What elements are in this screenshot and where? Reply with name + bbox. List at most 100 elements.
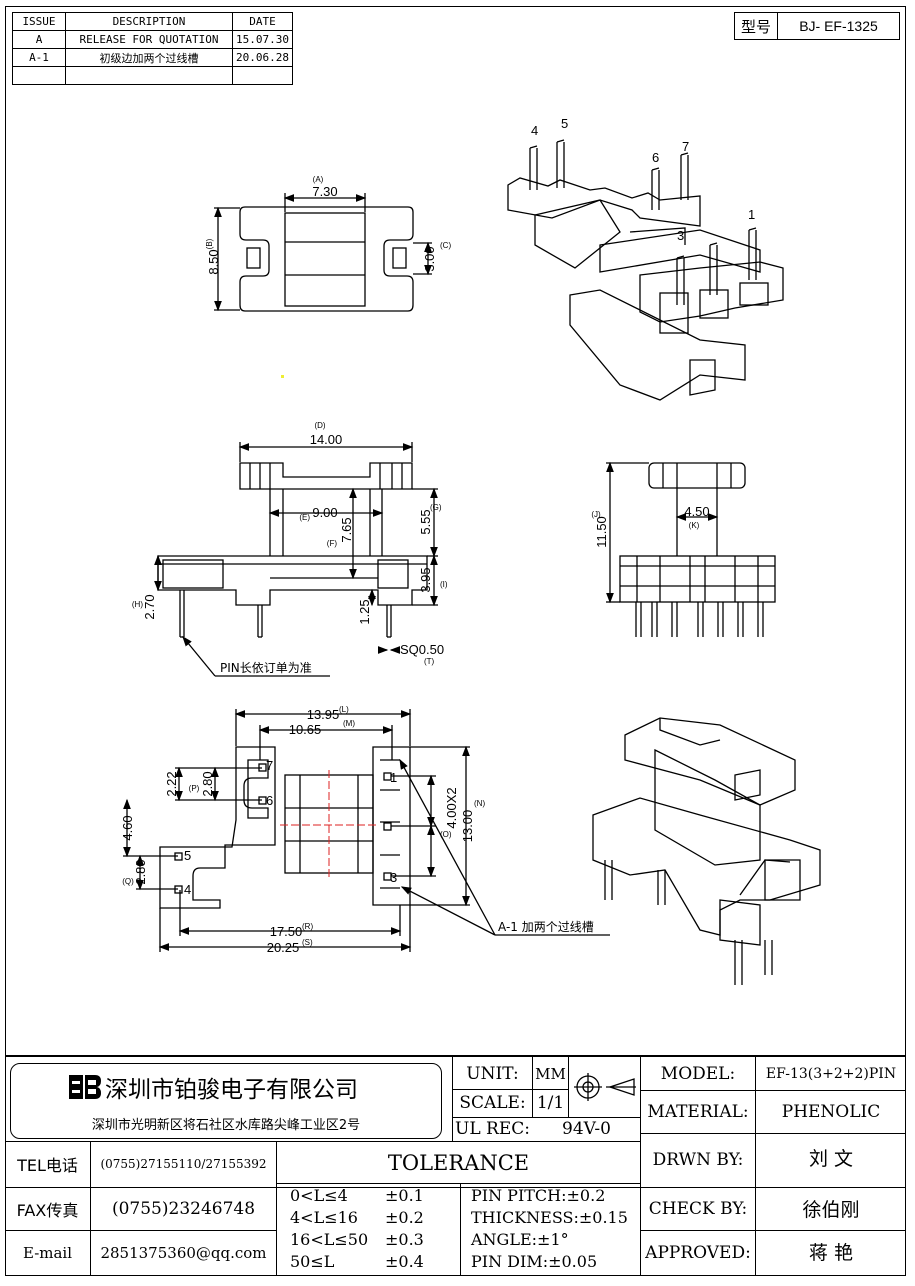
dim-label-p: (P) <box>189 784 200 793</box>
grid-line <box>640 1230 906 1231</box>
dim-label-k: (K) <box>689 521 700 530</box>
dim-r-value: 17.50 <box>270 924 303 939</box>
email-label: E-mail <box>22 1244 73 1262</box>
part-number-box: 型号 BJ- EF-1325 <box>734 12 900 40</box>
thickness-tolerance: THICKNESS:±0.15 <box>471 1208 628 1227</box>
dim-label-m: (M) <box>343 719 355 728</box>
revision-header-row: ISSUE DESCRIPTION DATE <box>12 12 293 31</box>
pin-pitch-tolerance: PIN PITCH:±0.2 <box>471 1186 606 1205</box>
approved-by-value: 蒋 艳 <box>808 1241 854 1264</box>
grid-line <box>452 1056 453 1142</box>
tolerance-row: 50≤L±0.4 <box>290 1251 460 1273</box>
pin-mark-1: 1 <box>390 770 397 785</box>
dim-v-value: 4.60 <box>120 815 135 840</box>
date-cell: 15.07.30 <box>232 30 293 49</box>
company-box: 深圳市铂骏电子有限公司 深圳市光明新区将石社区水库路尖峰工业区2号 <box>10 1063 442 1139</box>
date-cell <box>232 66 293 85</box>
tolerance-row: 16<L≤50 ±0.3 <box>290 1229 460 1251</box>
dim-j-value: 11.50 <box>594 516 609 548</box>
dim-b-value: 8.50 <box>206 249 221 274</box>
dim-i-value: 3.95 <box>418 567 433 592</box>
dim-label-j: (J) <box>591 510 601 519</box>
pin-length-value: 1.25 <box>357 599 372 624</box>
dim-label-s: (S) <box>302 938 313 947</box>
pin-mark-7: 7 <box>266 758 273 773</box>
square-pin-value: SQ0.50 <box>400 642 444 657</box>
checked-by-value: 徐伯刚 <box>802 1199 860 1221</box>
top-view-core-window <box>284 212 366 307</box>
tolerance-range: 50≤L <box>290 1252 335 1271</box>
material-label: MATERIAL: <box>647 1101 749 1122</box>
grid-line <box>452 1089 568 1090</box>
ul-value: 94V-0 <box>562 1119 611 1139</box>
grid-line <box>640 1056 641 1276</box>
dim-s-value: 20.25 <box>267 940 300 955</box>
grid-line <box>5 1230 277 1231</box>
tolerance-row: 4<L≤16 ±0.2 <box>290 1207 460 1229</box>
fax-value: (0755)23246748 <box>111 1198 256 1219</box>
drawing-frame <box>5 6 906 1276</box>
pin-length-note: PIN长依订单为准 <box>220 660 312 675</box>
top-view-outline <box>239 206 414 312</box>
dim-h-value: 2.70 <box>142 594 157 619</box>
unit-label: UNIT: <box>466 1063 519 1084</box>
pin-mark-3: 3 <box>390 870 397 885</box>
revision-row <box>12 66 293 85</box>
dim-label-g: (G) <box>430 503 442 512</box>
dim-a-value: 7.30 <box>312 184 337 199</box>
tolerance-range: 4<L≤16 <box>290 1208 358 1227</box>
description-cell <box>65 66 233 85</box>
isometric-top-view <box>507 139 784 401</box>
dim-label-r: (R) <box>302 922 313 931</box>
dim-label-i: (I) <box>440 580 448 589</box>
grid-line <box>532 1056 533 1118</box>
pin-mark-6: 6 <box>266 793 273 808</box>
tolerance-row: 0<L≤4 ±0.1 <box>290 1185 460 1207</box>
approved-by-label: APPROVED: <box>645 1243 751 1263</box>
tolerance-table: 0<L≤4 ±0.1 4<L≤16 ±0.2 16<L≤50 ±0.3 50≤L±0.… <box>290 1185 460 1273</box>
front-view <box>154 442 438 677</box>
dim-label-f: (F) <box>327 539 338 548</box>
side-view <box>606 461 776 637</box>
bottom-view <box>123 709 610 952</box>
company-address: 深圳市光明新区将石社区水库路尖峰工业区2号 <box>91 1118 361 1133</box>
general-tolerances: PIN PITCH:±0.2 THICKNESS:±0.15 ANGLE:±1°… <box>471 1185 639 1273</box>
tolerance-value: ±0.3 <box>385 1230 424 1249</box>
dim-label-o: (O) <box>440 830 452 839</box>
dim-label-t: (T) <box>424 657 435 666</box>
dim-label-h: (H) <box>132 600 143 609</box>
angle-tolerance: ANGLE:±1° <box>471 1230 569 1249</box>
dim-d-value: 14.00 <box>310 432 343 447</box>
stray-mark <box>281 375 284 378</box>
grid-line <box>276 1141 640 1142</box>
tolerance-value: ±0.1 <box>385 1186 424 1205</box>
dim-o-value: 4.00X2 <box>444 787 459 828</box>
dim-e-value: 9.00 <box>312 505 337 520</box>
model-label: MODEL: <box>660 1063 736 1084</box>
email-value: 2851375360@qq.com <box>100 1244 267 1262</box>
dim-label-a: (A) <box>313 175 324 184</box>
dim-label-d: (D) <box>314 421 325 430</box>
pin-mark-4: 4 <box>184 882 191 897</box>
tolerance-range: 16<L≤50 <box>290 1230 369 1249</box>
bottom-left-flange <box>159 746 276 909</box>
dim-l-value: 13.95 <box>307 707 340 722</box>
date-header: DATE <box>232 12 293 31</box>
revision-row: A RELEASE FOR QUOTATION 15.07.30 <box>12 30 293 49</box>
tel-value: (0755)27155110/27155392 <box>100 1157 267 1171</box>
dim-p-value-1: 2.22 <box>164 771 179 796</box>
scale-value: 1/1 <box>536 1093 565 1113</box>
dim-q-value: 2.80 <box>133 859 148 884</box>
ul-label: UL REC: <box>455 1119 530 1139</box>
company-name-row: 深圳市铂骏电子有限公司 <box>67 1070 358 1104</box>
tolerance-value: ±0.2 <box>385 1208 424 1227</box>
dim-g-value: 5.55 <box>418 509 433 534</box>
tolerance-range: 0<L≤4 <box>290 1186 348 1205</box>
pin-label-1: 1 <box>748 207 755 222</box>
part-label: 型号 <box>735 13 778 39</box>
checked-by-label: CHECK BY: <box>648 1198 748 1219</box>
pin-mark-5: 5 <box>184 848 191 863</box>
unit-value: MM <box>535 1064 566 1083</box>
grid-line <box>640 1090 906 1091</box>
projection-symbol-icon <box>574 1073 636 1101</box>
